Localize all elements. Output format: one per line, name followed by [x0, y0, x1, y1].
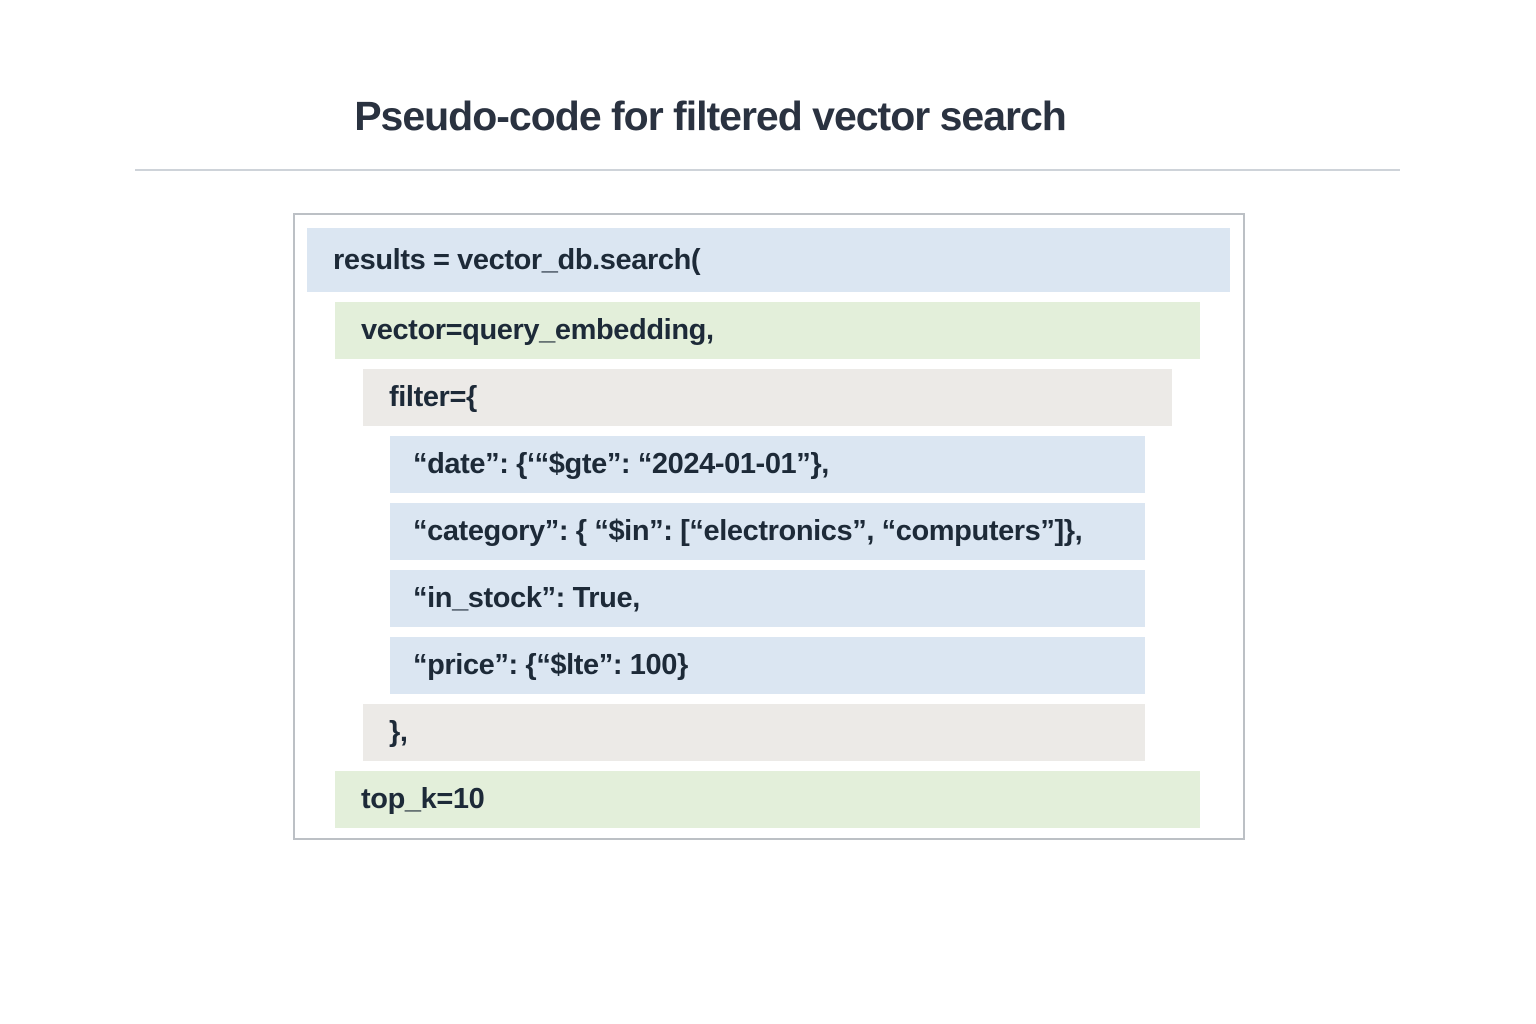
- code-line: filter={: [363, 369, 1172, 426]
- code-line: “category”: { “$in”: [“electronics”, “co…: [390, 503, 1145, 560]
- code-line: “price”: {“$lte”: 100}: [390, 637, 1145, 694]
- code-line: “in_stock”: True,: [390, 570, 1145, 627]
- code-line: top_k=10: [335, 771, 1200, 828]
- code-block: results = vector_db.search( vector=query…: [293, 213, 1245, 840]
- code-line-text: “date”: {‘“$gte”: “2024-01-01”},: [413, 448, 829, 480]
- code-line-text: “category”: { “$in”: [“electronics”, “co…: [413, 515, 1083, 547]
- code-line-text: filter={: [389, 381, 477, 413]
- page-title: Pseudo-code for filtered vector search: [354, 93, 1067, 139]
- code-line-text: vector=query_embedding,: [361, 314, 714, 346]
- code-line-text: },: [389, 716, 408, 748]
- code-line: },: [363, 704, 1145, 761]
- code-line: results = vector_db.search(: [307, 228, 1230, 292]
- code-line: vector=query_embedding,: [335, 302, 1200, 359]
- code-line-text: results = vector_db.search(: [333, 243, 701, 276]
- code-line-text: “price”: {“$lte”: 100}: [413, 649, 688, 681]
- code-line: “date”: {‘“$gte”: “2024-01-01”},: [390, 436, 1145, 493]
- code-line-text: top_k=10: [361, 783, 485, 815]
- divider-line: [135, 169, 1400, 171]
- code-line-text: “in_stock”: True,: [413, 582, 640, 614]
